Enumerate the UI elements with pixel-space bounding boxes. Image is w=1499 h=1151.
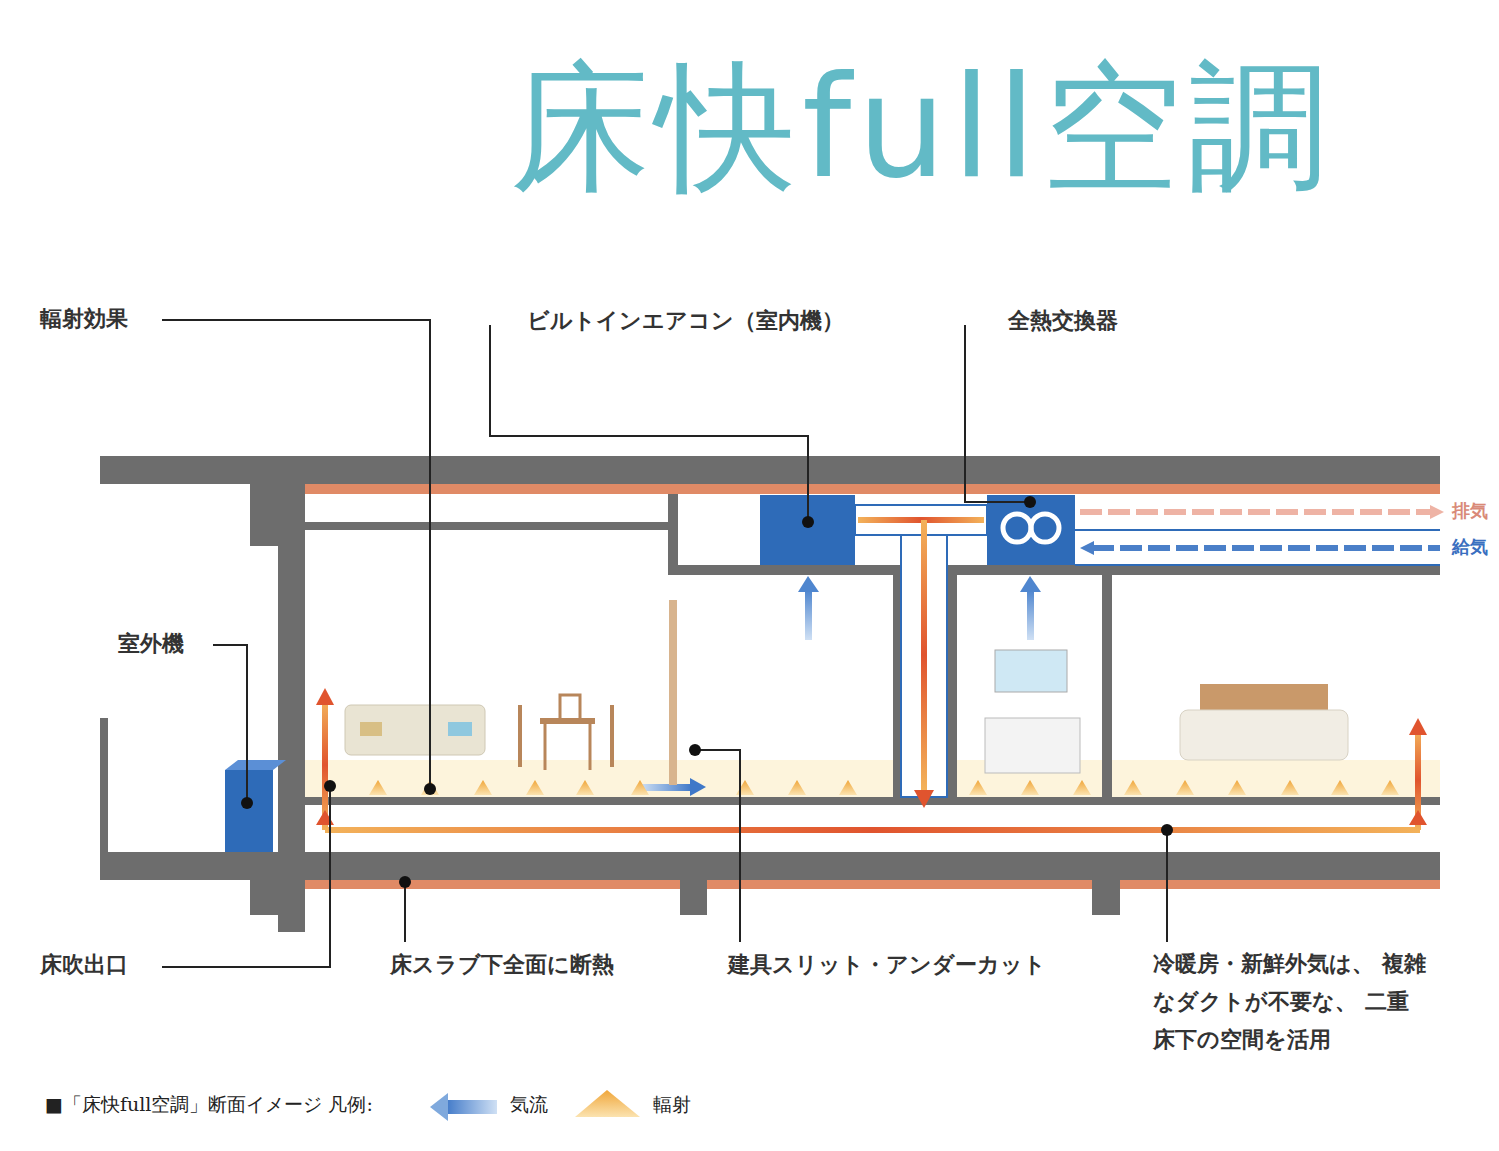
radiation-mark (576, 780, 594, 795)
title: 床快full空調 (510, 58, 1334, 198)
radiation-mark (1021, 780, 1039, 795)
radiation-mark (839, 780, 857, 795)
radiation-mark (736, 780, 754, 795)
radiation-mark (1073, 780, 1091, 795)
note: 冷暖房・新鮮外気は、 複雑なダクトが不要な、 二重床下の空間を活用 (1153, 945, 1428, 1059)
part-label: 床スラブ下全面に断熱 (390, 952, 614, 978)
radiation-mark (1124, 780, 1142, 795)
radiation-mark (474, 780, 492, 795)
airflow-label: 排気 (1452, 500, 1488, 522)
caption: ■「床快full空調」断面イメージ 凡例: (45, 1093, 373, 1116)
radiation-mark (369, 780, 387, 795)
radiation-mark (526, 780, 544, 795)
radiation-mark (969, 780, 987, 795)
radiation-mark (1381, 780, 1399, 795)
part-label: 床吹出口 (40, 952, 128, 978)
radiation-mark (1176, 780, 1194, 795)
legend-text: 輻射 (653, 1093, 691, 1116)
legend-text: 気流 (510, 1093, 548, 1116)
part-label: 輻射効果 (40, 306, 128, 332)
airflow-label: 給気 (1452, 536, 1488, 558)
part-label: ビルトインエアコン（室内機） (527, 308, 844, 334)
part-label: 室外機 (118, 631, 184, 657)
radiation-mark (1281, 780, 1299, 795)
radiation-mark (788, 780, 806, 795)
part-label: 全熱交換器 (1008, 308, 1118, 334)
radiation-mark (631, 780, 649, 795)
radiation-mark (1331, 780, 1349, 795)
radiation-mark (1228, 780, 1246, 795)
part-label: 建具スリット・アンダーカット (728, 952, 1046, 978)
